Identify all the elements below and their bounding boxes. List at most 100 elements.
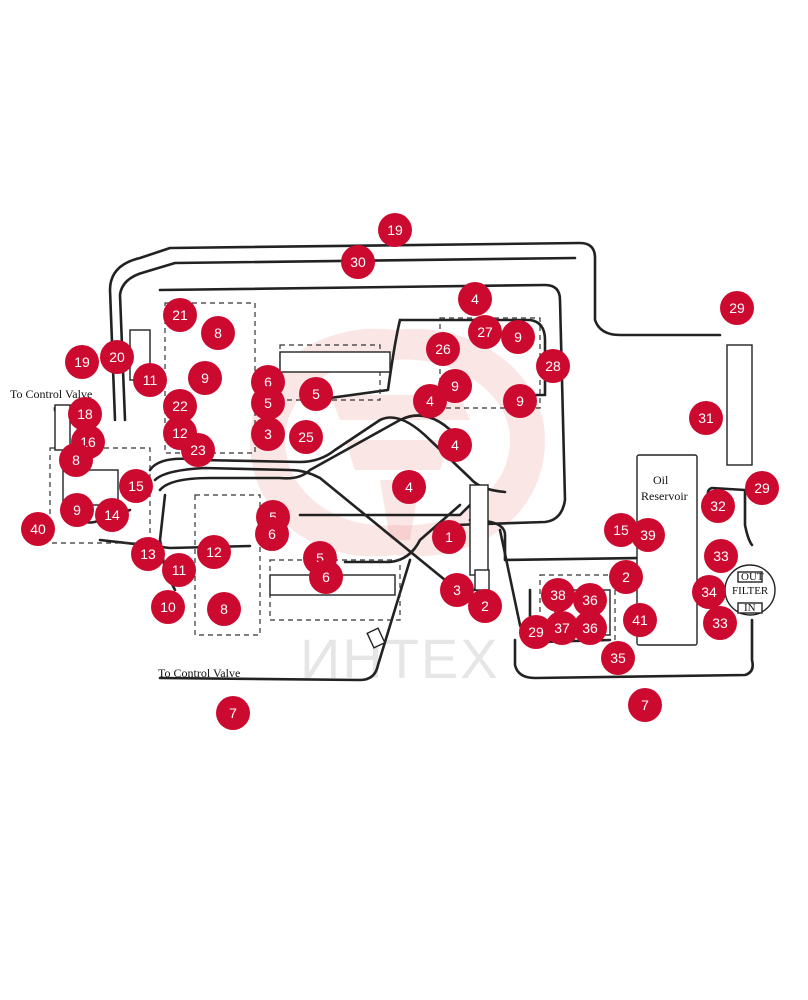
callout-40[interactable]: 40 [21, 512, 55, 546]
callout-36[interactable]: 36 [573, 583, 607, 617]
callout-7[interactable]: 7 [628, 688, 662, 722]
callout-22[interactable]: 22 [163, 389, 197, 423]
callout-26[interactable]: 26 [426, 332, 460, 366]
callout-8[interactable]: 8 [59, 443, 93, 477]
svg-text:12: 12 [172, 425, 188, 441]
callout-39[interactable]: 39 [631, 518, 665, 552]
callout-33[interactable]: 33 [704, 539, 738, 573]
callout-13[interactable]: 13 [131, 537, 165, 571]
callout-6[interactable]: 6 [309, 560, 343, 594]
svg-text:32: 32 [710, 498, 726, 514]
callout-10[interactable]: 10 [151, 590, 185, 624]
svg-text:9: 9 [451, 378, 459, 394]
callout-36[interactable]: 36 [573, 611, 607, 645]
svg-text:13: 13 [140, 546, 156, 562]
svg-text:27: 27 [477, 324, 493, 340]
svg-text:7: 7 [641, 697, 649, 713]
svg-text:20: 20 [109, 349, 125, 365]
callout-28[interactable]: 28 [536, 349, 570, 383]
callout-9[interactable]: 9 [503, 384, 537, 418]
svg-text:8: 8 [214, 325, 222, 341]
svg-text:5: 5 [269, 509, 277, 525]
callout-8[interactable]: 8 [207, 592, 241, 626]
callout-11[interactable]: 11 [162, 553, 196, 587]
callout-5[interactable]: 5 [251, 386, 285, 420]
callout-35[interactable]: 35 [601, 641, 635, 675]
callout-9[interactable]: 9 [60, 493, 94, 527]
callout-3[interactable]: 3 [251, 417, 285, 451]
callout-1[interactable]: 1 [432, 520, 466, 554]
callout-21[interactable]: 21 [163, 298, 197, 332]
callout-20[interactable]: 20 [100, 340, 134, 374]
callout-5[interactable]: 5 [299, 377, 333, 411]
callout-4[interactable]: 4 [438, 428, 472, 462]
callout-7[interactable]: 7 [216, 696, 250, 730]
svg-text:9: 9 [201, 370, 209, 386]
callout-18[interactable]: 18 [68, 397, 102, 431]
callout-29[interactable]: 29 [745, 471, 779, 505]
filter-label: FILTER [732, 585, 769, 597]
valve-body-1 [469, 484, 489, 576]
svg-text:15: 15 [613, 522, 629, 538]
callout-11[interactable]: 11 [133, 363, 167, 397]
filter-in-label: IN [744, 602, 756, 614]
oil-reservoir [636, 454, 698, 646]
svg-text:6: 6 [268, 526, 276, 542]
callout-14[interactable]: 14 [95, 498, 129, 532]
svg-text:5: 5 [316, 550, 324, 566]
svg-text:9: 9 [73, 502, 81, 518]
callout-3[interactable]: 3 [440, 573, 474, 607]
filter-in-port [737, 602, 763, 614]
block-upper [279, 351, 391, 373]
callout-2[interactable]: 2 [468, 589, 502, 623]
callout-15[interactable]: 15 [119, 469, 153, 503]
svg-text:5: 5 [312, 386, 320, 402]
callout-2[interactable]: 2 [609, 560, 643, 594]
callout-6[interactable]: 6 [255, 517, 289, 551]
svg-text:36: 36 [582, 592, 598, 608]
svg-text:33: 33 [713, 548, 729, 564]
callout-41[interactable]: 41 [623, 603, 657, 637]
svg-text:30: 30 [350, 254, 366, 270]
svg-text:21: 21 [172, 307, 188, 323]
filter-out-port [737, 571, 763, 583]
svg-text:18: 18 [77, 406, 93, 422]
callout-19[interactable]: 19 [378, 213, 412, 247]
callout-29[interactable]: 29 [720, 291, 754, 325]
callout-19[interactable]: 19 [65, 345, 99, 379]
svg-text:33: 33 [712, 615, 728, 631]
svg-text:35: 35 [610, 650, 626, 666]
callout-34[interactable]: 34 [692, 575, 726, 609]
callout-30[interactable]: 30 [341, 245, 375, 279]
callout-33[interactable]: 33 [703, 606, 737, 640]
callout-23[interactable]: 23 [181, 433, 215, 467]
svg-text:9: 9 [516, 393, 524, 409]
callout-9[interactable]: 9 [438, 369, 472, 403]
callout-38[interactable]: 38 [541, 578, 575, 612]
elbow-fitting-2 [474, 569, 490, 591]
svg-text:23: 23 [190, 442, 206, 458]
callout-4[interactable]: 4 [413, 384, 447, 418]
svg-text:36: 36 [582, 620, 598, 636]
callout-25[interactable]: 25 [289, 420, 323, 454]
callout-37[interactable]: 37 [545, 611, 579, 645]
callout-9[interactable]: 9 [501, 320, 535, 354]
svg-text:22: 22 [172, 398, 188, 414]
svg-text:4: 4 [405, 479, 413, 495]
fitting-stack-left [54, 404, 71, 451]
callout-4[interactable]: 4 [392, 470, 426, 504]
svg-text:26: 26 [435, 341, 451, 357]
svg-text:4: 4 [471, 291, 479, 307]
callout-32[interactable]: 32 [701, 489, 735, 523]
svg-text:37: 37 [554, 620, 570, 636]
callout-8[interactable]: 8 [201, 316, 235, 350]
callout-31[interactable]: 31 [689, 401, 723, 435]
callout-27[interactable]: 27 [468, 315, 502, 349]
callout-12[interactable]: 12 [197, 535, 231, 569]
callout-15[interactable]: 15 [604, 513, 638, 547]
filter-out-label: OUT [741, 571, 764, 583]
callout-4[interactable]: 4 [458, 282, 492, 316]
svg-text:40: 40 [30, 521, 46, 537]
callout-9[interactable]: 9 [188, 361, 222, 395]
callout-29[interactable]: 29 [519, 615, 553, 649]
